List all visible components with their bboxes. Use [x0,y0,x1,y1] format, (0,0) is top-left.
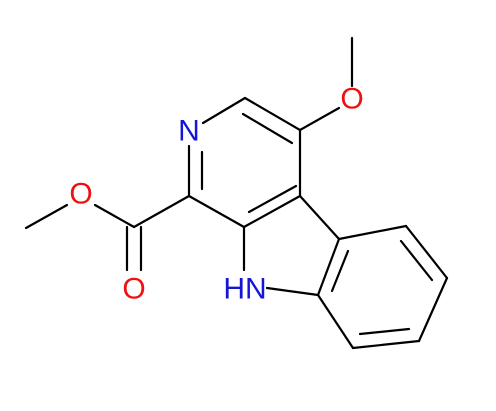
bond-c4a-c5 [337,224,408,241]
bond-c6-c7 [417,276,449,343]
bond-c8a-c4a [316,237,341,297]
atom-label-o-ester: O [69,178,92,211]
bond-ester-o-ch3 [24,203,69,230]
bond-c7-c8-inner [358,327,411,336]
bond-c7-c8 [351,339,421,350]
bond-c5-c6-inner [399,239,434,282]
bond-c3-n2 [201,96,247,125]
bond-c4b-c4a [298,194,341,241]
bond-c9a-c4b-inner [247,184,298,214]
bond-lines [24,36,449,350]
bond-c1-c9a [187,194,246,229]
bond-c1-carbonyl-c [132,194,191,229]
bond-carbonyl-c-o-ester [93,203,136,229]
bond-c4-c3 [243,96,302,132]
bond-c8a-c4a-inner [330,249,350,293]
bond-c8-c8a [316,293,355,350]
atom-label-o-methoxy: O [340,83,363,116]
bond-methoxy-o-c4 [298,106,341,132]
atom-label-o-carbonyl: O [122,273,145,306]
bond-nh-c8a [265,286,320,297]
bond-c9a-c4b [242,194,302,229]
atom-label-n-pyridine: N [178,115,200,148]
bond-c5-c6 [404,224,449,280]
atom-labels: O N O O HN [69,83,363,306]
atom-label-nh-indole: HN [223,273,266,306]
bond-c4-c3-inner [241,112,294,145]
